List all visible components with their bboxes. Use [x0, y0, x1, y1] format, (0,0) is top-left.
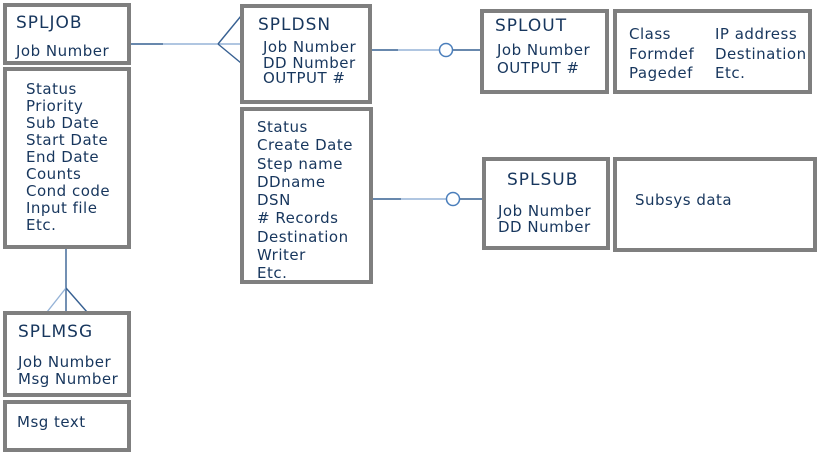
attribute-item: Start Date [26, 131, 109, 149]
attribute-item: Pagedef [629, 64, 693, 82]
connector-spldsn-splout [371, 42, 481, 58]
entity-key: Job Number [498, 202, 592, 220]
entity-key: DD Number [498, 217, 591, 236]
attribute-item: Create Date [257, 136, 353, 155]
entity-key: OUTPUT # [263, 69, 346, 87]
attribute-item: # Records [257, 209, 339, 228]
entity-key: Msg Number [18, 370, 119, 388]
optional-circle-icon [438, 42, 454, 58]
connector-spljob-splmsg [46, 247, 88, 313]
entity-title: SPLDSN [258, 15, 332, 35]
attribute-item: DDname [257, 172, 326, 191]
attribute-item: Counts [26, 165, 82, 183]
entity-title: SPLSUB [507, 170, 579, 190]
attribute-item: IP address [715, 25, 798, 43]
attribute-item: Input file [26, 199, 98, 217]
attribute-item: Destination [715, 44, 807, 63]
entity-spljob-attributes: Status Priority Sub Date Start Date End … [3, 67, 131, 249]
attribute-item: Writer [257, 246, 306, 265]
entity-key: Job Number [497, 41, 591, 59]
entity-key: Job Number [18, 353, 112, 371]
entity-key: DD Number [263, 53, 356, 72]
attribute-item: Destination [257, 227, 349, 246]
entity-key: Job Number [263, 38, 357, 56]
attribute-item: Status [26, 80, 77, 98]
attribute-item: DSN [257, 191, 291, 210]
entity-splsub-attributes: Subsys data [613, 157, 817, 252]
connector-spljob-spldsn [129, 15, 242, 64]
attribute-item: Formdef [629, 44, 695, 63]
crow-foot-icon [217, 15, 242, 64]
optional-circle-icon [445, 191, 461, 207]
entity-splout-header: SPLOUT Job Number OUTPUT # [480, 9, 609, 94]
entity-splmsg-attributes: Msg text [3, 400, 131, 452]
attribute-item: Step name [257, 154, 343, 173]
entity-title: SPLMSG [18, 322, 94, 342]
attribute-item: Class [629, 25, 671, 43]
attribute-item: Etc. [715, 64, 746, 82]
attribute-item: Priority [26, 97, 84, 115]
attribute-item: Etc. [26, 216, 57, 234]
entity-spljob-header: SPLJOB Job Number [3, 3, 131, 65]
connector-spldsn-splsub [371, 191, 483, 207]
attribute-item: Cond code [26, 182, 111, 200]
entity-spldsn-header: SPLDSN Job Number DD Number OUTPUT # [240, 4, 372, 104]
entity-key: Job Number [16, 42, 110, 60]
entity-title: SPLOUT [495, 16, 568, 36]
attribute-item: Msg text [17, 413, 86, 431]
entity-key: OUTPUT # [497, 58, 580, 77]
entity-spldsn-attributes: Status Create Date Step name DDname DSN … [240, 107, 373, 284]
attribute-item: End Date [26, 148, 100, 166]
entity-splsub-header: SPLSUB Job Number DD Number [482, 157, 610, 250]
attribute-item: Etc. [257, 264, 288, 283]
crow-foot-icon [46, 287, 88, 313]
entity-splout-attributes: Class Formdef Pagedef IP address Destina… [613, 9, 812, 94]
attribute-item: Sub Date [26, 114, 100, 132]
attribute-item: Subsys data [635, 191, 733, 209]
entity-splmsg-header: SPLMSG Job Number Msg Number [3, 311, 131, 397]
entity-title: SPLJOB [16, 13, 83, 33]
attribute-item: Status [257, 118, 308, 136]
